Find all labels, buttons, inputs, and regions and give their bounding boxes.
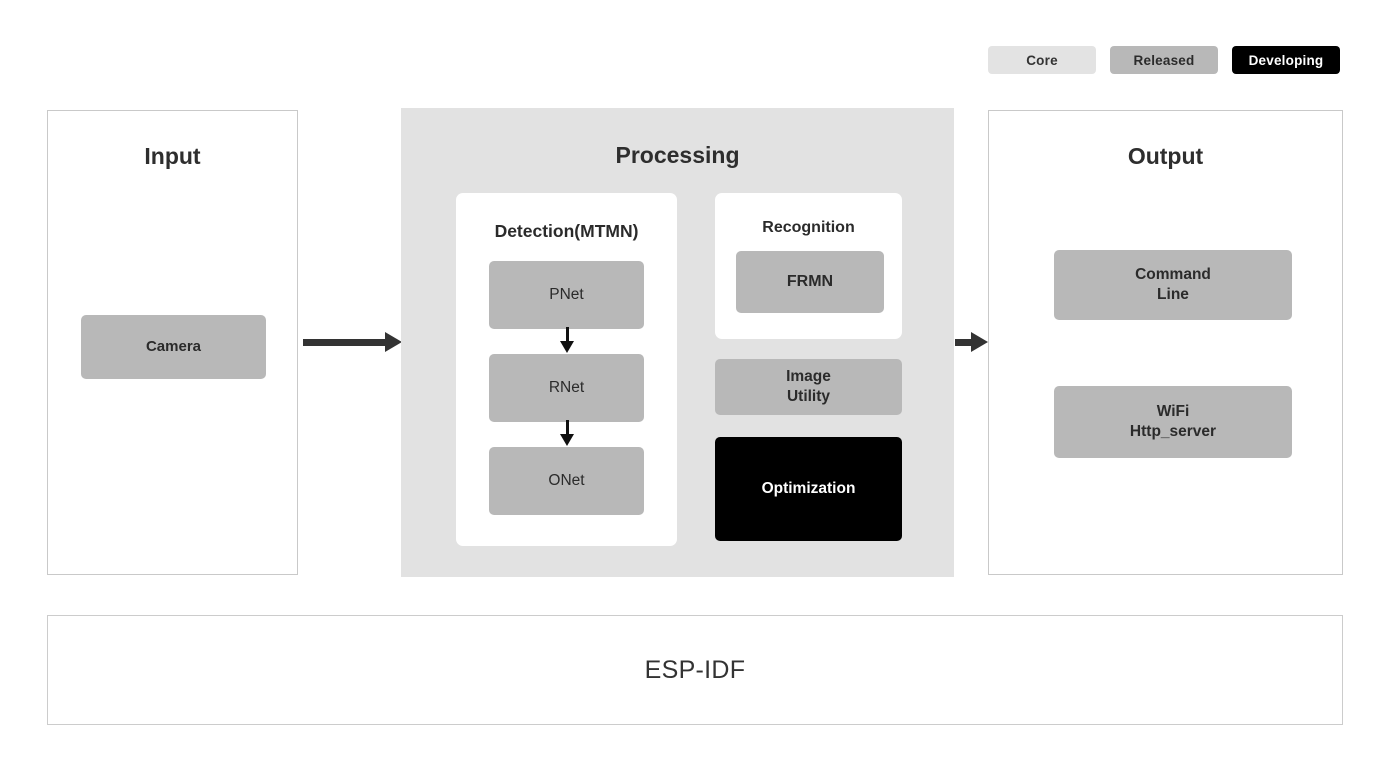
node-onet-label: ONet xyxy=(548,471,585,489)
node-optimization: Optimization xyxy=(715,437,902,541)
arrow-shaft xyxy=(565,420,569,437)
legend: Core Released Developing xyxy=(988,46,1340,74)
node-command-line-label-line1: Command xyxy=(1135,265,1211,283)
node-optimization-label: Optimization xyxy=(761,479,856,497)
arrow-shaft xyxy=(303,338,387,346)
arrow-input-to-processing xyxy=(303,332,402,352)
processing-panel-title: Processing xyxy=(615,142,740,168)
legend-chip-released: Released xyxy=(1110,46,1218,74)
node-wifi-http-server: WiFi Http_server xyxy=(1054,386,1292,458)
arrow-shaft xyxy=(955,338,973,346)
arrow-head-icon xyxy=(385,332,402,352)
arrow-head-icon xyxy=(971,332,988,352)
node-frmn: FRMN xyxy=(736,251,884,313)
foundation-bar-esp-idf: ESP-IDF xyxy=(47,615,1343,725)
recognition-subpanel: Recognition FRMN xyxy=(715,193,902,339)
processing-panel: Processing Detection(MTMN) PNet RNet ONe… xyxy=(401,108,954,577)
node-command-line: Command Line xyxy=(1054,250,1292,320)
output-panel: Output Command Line WiFi Http_server xyxy=(988,110,1343,575)
node-frmn-label: FRMN xyxy=(786,273,834,291)
detection-subpanel-title: Detection(MTMN) xyxy=(494,221,639,241)
detection-subpanel: Detection(MTMN) PNet RNet ONet xyxy=(456,193,677,546)
node-camera: Camera xyxy=(81,315,266,379)
node-image-utility-label-line1: Image xyxy=(786,367,831,385)
legend-chip-core: Core xyxy=(988,46,1096,74)
node-wifi-label-line2: Http_server xyxy=(1129,423,1217,440)
node-onet: ONet xyxy=(489,447,644,515)
node-camera-label: Camera xyxy=(145,338,202,356)
node-rnet: RNet xyxy=(489,354,644,422)
legend-label-developing: Developing xyxy=(1248,52,1324,68)
recognition-subpanel-title: Recognition xyxy=(762,219,855,236)
node-pnet-label: PNet xyxy=(549,285,584,303)
node-rnet-label: RNet xyxy=(548,378,585,396)
node-pnet: PNet xyxy=(489,261,644,329)
legend-label-released: Released xyxy=(1133,52,1195,68)
arrow-head-icon xyxy=(560,341,574,353)
input-panel: Input Camera xyxy=(47,110,298,575)
input-panel-title: Input xyxy=(144,143,201,169)
output-panel-title: Output xyxy=(1127,143,1204,169)
arrow-pnet-to-rnet-icon xyxy=(560,327,574,353)
node-image-utility: Image Utility xyxy=(715,359,902,415)
arrow-head-icon xyxy=(560,434,574,446)
arrow-rnet-to-onet-icon xyxy=(560,420,574,446)
legend-chip-developing: Developing xyxy=(1232,46,1340,74)
node-image-utility-label-line2: Utility xyxy=(786,388,831,405)
node-wifi-label-line1: WiFi xyxy=(1156,402,1190,420)
legend-label-core: Core xyxy=(1026,52,1058,68)
foundation-bar-label: ESP-IDF xyxy=(644,655,746,684)
arrow-shaft xyxy=(565,327,569,344)
node-command-line-label-line2: Line xyxy=(1157,286,1189,303)
arrow-processing-to-output xyxy=(955,332,988,352)
